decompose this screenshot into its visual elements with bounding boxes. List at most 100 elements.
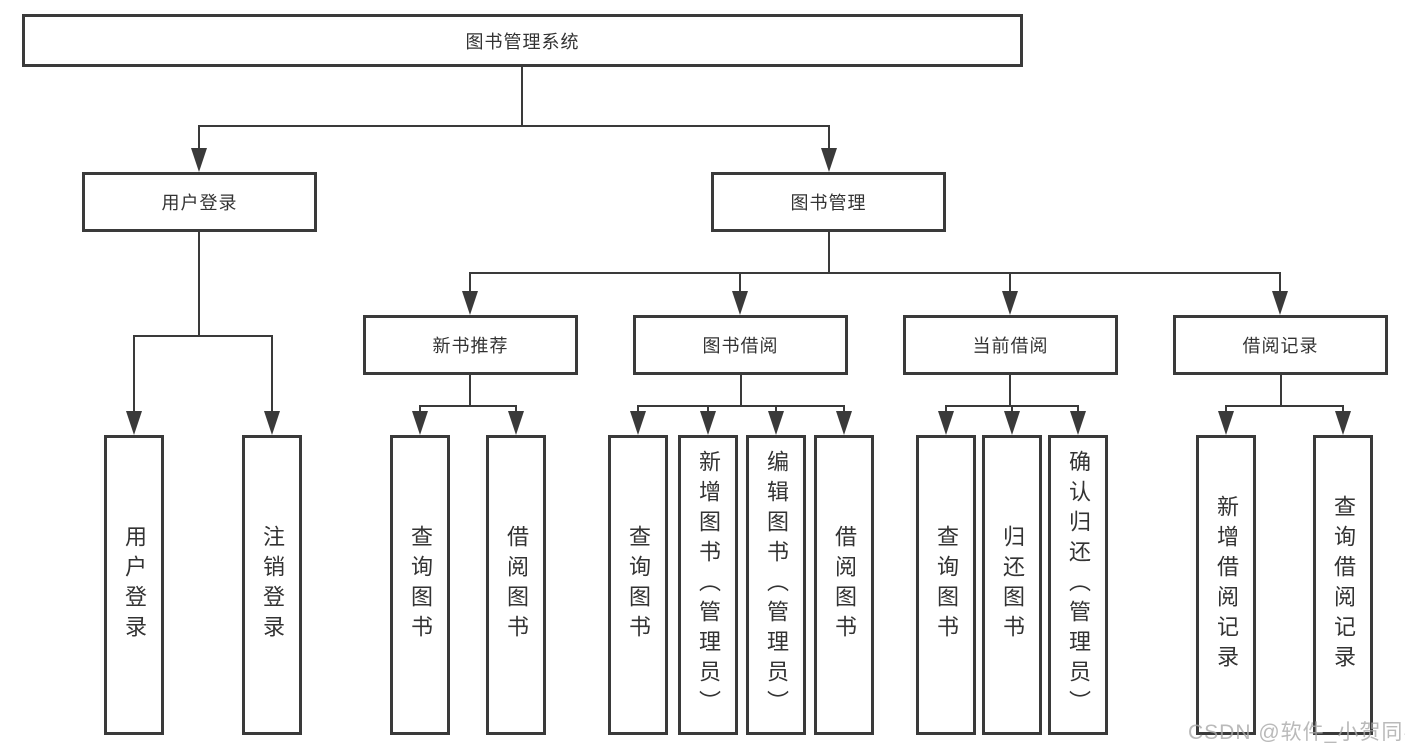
node-new-book-recommend-label: 新书推荐 xyxy=(432,336,509,356)
connector-stem xyxy=(828,232,830,272)
connector-arrow xyxy=(732,272,748,315)
leaf-borrow-query-label: 查询图书 xyxy=(626,525,651,645)
arrow-down-icon xyxy=(768,411,784,435)
leaf-user-login-label: 用户登录 xyxy=(122,525,147,645)
connector-arrow xyxy=(1002,272,1018,315)
connector-stem xyxy=(133,335,135,411)
arrow-down-icon xyxy=(462,291,478,315)
node-current-borrow-label: 当前借阅 xyxy=(972,336,1049,356)
arrow-down-icon xyxy=(821,148,837,172)
connector-stem xyxy=(945,405,947,411)
connector-arrow xyxy=(1335,405,1351,435)
connector-arrow xyxy=(191,125,207,172)
connector-arrow xyxy=(1004,405,1020,435)
connector-hline xyxy=(133,335,273,337)
arrow-down-icon xyxy=(191,148,207,172)
arrow-down-icon xyxy=(700,411,716,435)
arrow-down-icon xyxy=(1272,291,1288,315)
connector-arrow xyxy=(1218,405,1234,435)
node-root-label: 图书管理系统 xyxy=(465,31,580,52)
leaf-confirm-return-label: 确认归还（管理员） xyxy=(1066,450,1091,720)
arrow-down-icon xyxy=(836,411,852,435)
connector-arrow xyxy=(768,405,784,435)
connector-stem xyxy=(1009,375,1011,405)
connector-stem xyxy=(419,405,421,411)
connector-stem xyxy=(637,405,639,411)
leaf-borrow-edit-book-label: 编辑图书（管理员） xyxy=(764,450,789,720)
arrow-down-icon xyxy=(508,411,524,435)
connector-stem xyxy=(515,405,517,411)
arrow-down-icon xyxy=(732,291,748,315)
connector-stem xyxy=(843,405,845,411)
connector-hline xyxy=(1225,405,1344,407)
connector-arrow xyxy=(412,405,428,435)
leaf-newbook-query: 查询图书 xyxy=(390,435,450,735)
connector-arrow xyxy=(1272,272,1288,315)
connector-stem xyxy=(198,125,200,148)
connector-hline xyxy=(419,405,517,407)
leaf-current-query: 查询图书 xyxy=(916,435,976,735)
connector-arrow xyxy=(508,405,524,435)
leaf-borrow-add-book-label: 新增图书（管理员） xyxy=(696,450,721,720)
connector-hline xyxy=(198,125,830,127)
connector-stem xyxy=(707,405,709,411)
connector-stem xyxy=(775,405,777,411)
connector-stem xyxy=(739,272,741,291)
leaf-borrow-book: 借阅图书 xyxy=(814,435,874,735)
connector-stem xyxy=(469,272,471,291)
connector-arrow xyxy=(462,272,478,315)
connector-arrow xyxy=(126,335,142,435)
leaf-newbook-query-label: 查询图书 xyxy=(408,525,433,645)
connector-arrow xyxy=(938,405,954,435)
arrow-down-icon xyxy=(1002,291,1018,315)
connector-stem xyxy=(1077,405,1079,411)
watermark: CSDN @软件_小贺同学 xyxy=(1188,721,1405,744)
connector-stem xyxy=(469,375,471,405)
node-book-borrow: 图书借阅 xyxy=(633,315,848,375)
leaf-add-record-label: 新增借阅记录 xyxy=(1214,495,1239,675)
connector-stem xyxy=(1225,405,1227,411)
leaf-return-book: 归还图书 xyxy=(982,435,1042,735)
connector-stem xyxy=(198,232,200,337)
node-borrow-record-label: 借阅记录 xyxy=(1242,336,1319,356)
connector-stem xyxy=(1280,375,1282,405)
connector-stem xyxy=(271,335,273,411)
connector-arrow xyxy=(821,125,837,172)
leaf-borrow-edit-book: 编辑图书（管理员） xyxy=(746,435,806,735)
arrow-down-icon xyxy=(938,411,954,435)
leaf-current-query-label: 查询图书 xyxy=(934,525,959,645)
leaf-add-record: 新增借阅记录 xyxy=(1196,435,1256,735)
leaf-newbook-borrow-label: 借阅图书 xyxy=(504,525,529,645)
connector-arrow xyxy=(630,405,646,435)
leaf-user-login: 用户登录 xyxy=(104,435,164,735)
node-current-borrow: 当前借阅 xyxy=(903,315,1118,375)
leaf-query-record-label: 查询借阅记录 xyxy=(1331,495,1356,675)
arrow-down-icon xyxy=(1218,411,1234,435)
leaf-borrow-add-book: 新增图书（管理员） xyxy=(678,435,738,735)
node-borrow-record: 借阅记录 xyxy=(1173,315,1388,375)
leaf-borrow-book-label: 借阅图书 xyxy=(832,525,857,645)
leaf-query-record: 查询借阅记录 xyxy=(1313,435,1373,735)
connector-arrow xyxy=(836,405,852,435)
connector-stem xyxy=(1009,272,1011,291)
leaf-confirm-return: 确认归还（管理员） xyxy=(1048,435,1108,735)
leaf-return-book-label: 归还图书 xyxy=(1000,525,1025,645)
node-user-login: 用户登录 xyxy=(82,172,317,232)
node-book-management-label: 图书管理 xyxy=(790,193,867,213)
arrow-down-icon xyxy=(630,411,646,435)
connector-stem xyxy=(1011,405,1013,411)
leaf-logout-label: 注销登录 xyxy=(260,525,285,645)
connector-stem xyxy=(521,67,523,125)
connector-stem xyxy=(1342,405,1344,411)
connector-arrow xyxy=(700,405,716,435)
connector-hline xyxy=(637,405,845,407)
node-root: 图书管理系统 xyxy=(22,14,1023,67)
arrow-down-icon xyxy=(126,411,142,435)
arrow-down-icon xyxy=(1004,411,1020,435)
arrow-down-icon xyxy=(1335,411,1351,435)
leaf-newbook-borrow: 借阅图书 xyxy=(486,435,546,735)
node-book-management: 图书管理 xyxy=(711,172,946,232)
node-user-login-label: 用户登录 xyxy=(161,193,238,213)
arrow-down-icon xyxy=(264,411,280,435)
